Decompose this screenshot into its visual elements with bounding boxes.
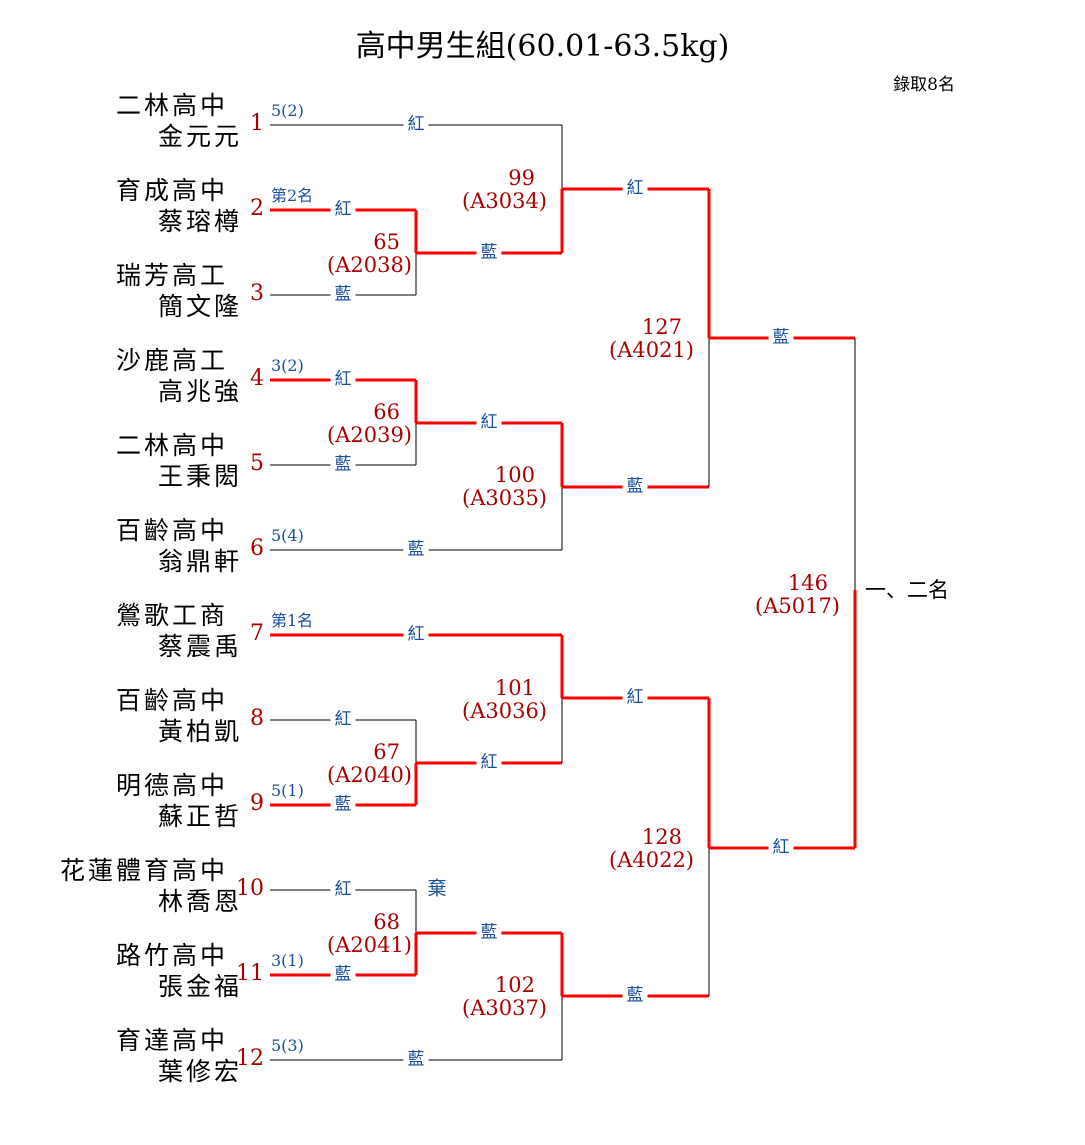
player-school: 育成高中: [115, 176, 228, 205]
player-number: 7: [250, 621, 264, 646]
player-name: 蔡震禹: [157, 632, 242, 661]
player-school: 二林高中: [115, 431, 228, 460]
player-seed: 5(1): [271, 781, 304, 800]
player-seed: 第1名: [271, 611, 314, 630]
match-code: (A2041): [327, 933, 412, 957]
player-school: 瑞芳高工: [115, 261, 228, 290]
corner-label: 紅: [476, 754, 502, 772]
player-number: 9: [250, 791, 264, 816]
forfeit-mark: 棄: [423, 879, 451, 899]
player-name: 蔡瑢樽: [157, 207, 242, 236]
player-school: 育達高中: [115, 1026, 228, 1055]
corner-label: 紅: [330, 881, 356, 899]
player-number: 12: [236, 1046, 264, 1071]
player-number: 5: [250, 451, 264, 476]
match-code: (A3036): [462, 699, 547, 723]
player-name: 蘇正哲: [157, 802, 242, 831]
player-number: 11: [236, 961, 264, 986]
match-code: (A3037): [462, 996, 547, 1020]
corner-label: 藍: [476, 924, 502, 942]
corner-label: 紅: [622, 689, 648, 707]
match-number: 128: [641, 825, 682, 849]
player-seed: 3(2): [271, 356, 304, 375]
corner-label: 藍: [403, 541, 429, 559]
corner-label: 藍: [622, 987, 648, 1005]
corner-label: 藍: [330, 286, 356, 304]
player-number: 4: [250, 366, 264, 391]
player-name: 高兆強: [157, 377, 242, 406]
match-code: (A4022): [609, 848, 694, 872]
match-number: 100: [494, 463, 535, 487]
match-code: (A3034): [462, 189, 547, 213]
player-number: 1: [250, 111, 264, 136]
corner-label: 藍: [403, 1051, 429, 1069]
final-placement-label: 一、二名: [865, 578, 949, 602]
match-code: (A2039): [327, 423, 412, 447]
player-name: 黃柏凱: [157, 717, 242, 746]
player-number: 2: [250, 196, 264, 221]
corner-label: 藍: [476, 244, 502, 262]
player-name: 翁鼎軒: [157, 547, 242, 576]
corner-label: 藍: [330, 796, 356, 814]
player-school: 百齡高中: [115, 686, 228, 715]
player-school: 花蓮體育高中: [59, 856, 228, 885]
player-number: 10: [236, 876, 264, 901]
corner-label: 紅: [330, 201, 356, 219]
corner-label: 紅: [622, 180, 648, 198]
player-name: 金元元: [157, 122, 242, 151]
player-name: 王秉閎: [157, 462, 242, 491]
match-code: (A5017): [755, 594, 840, 618]
corner-label: 藍: [768, 329, 794, 347]
player-school: 鶯歌工商: [115, 601, 228, 630]
corner-label: 紅: [476, 414, 502, 432]
corner-label: 藍: [330, 456, 356, 474]
match-number: 67: [373, 740, 400, 764]
corner-label: 紅: [403, 626, 429, 644]
player-name: 張金福: [157, 972, 242, 1001]
corner-label: 紅: [330, 371, 356, 389]
player-number: 3: [250, 281, 264, 306]
player-number: 8: [250, 706, 264, 731]
match-number: 66: [373, 400, 400, 424]
player-school: 百齡高中: [115, 516, 228, 545]
corner-label: 紅: [768, 839, 794, 857]
page-title: 高中男生組(60.01-63.5kg): [355, 29, 730, 64]
match-number: 68: [373, 910, 400, 934]
player-school: 明德高中: [115, 771, 228, 800]
player-seed: 3(1): [271, 951, 304, 970]
match-code: (A4021): [609, 338, 694, 362]
corner-label: 紅: [330, 711, 356, 729]
match-code: (A2040): [327, 763, 412, 787]
corner-label: 藍: [330, 966, 356, 984]
player-name: 葉修宏: [157, 1057, 242, 1086]
player-seed: 5(3): [271, 1036, 304, 1055]
match-number: 146: [787, 571, 828, 595]
match-code: (A3035): [462, 486, 547, 510]
player-school: 路竹高中: [115, 941, 228, 970]
player-number: 6: [250, 536, 264, 561]
match-number: 127: [641, 315, 682, 339]
player-seed: 5(2): [271, 101, 304, 120]
player-seed: 第2名: [271, 186, 314, 205]
corner-label: 紅: [403, 116, 429, 134]
player-school: 沙鹿高工: [115, 346, 228, 375]
corner-label: 藍: [622, 478, 648, 496]
match-code: (A2038): [327, 253, 412, 277]
player-name: 林喬恩: [157, 887, 242, 916]
match-number: 65: [373, 230, 400, 254]
match-number: 99: [508, 166, 535, 190]
match-number: 102: [494, 973, 535, 997]
player-name: 簡文隆: [157, 292, 242, 321]
quota-label: 錄取8名: [893, 75, 955, 95]
player-school: 二林高中: [115, 91, 228, 120]
match-number: 101: [494, 676, 535, 700]
player-seed: 5(4): [271, 526, 304, 545]
